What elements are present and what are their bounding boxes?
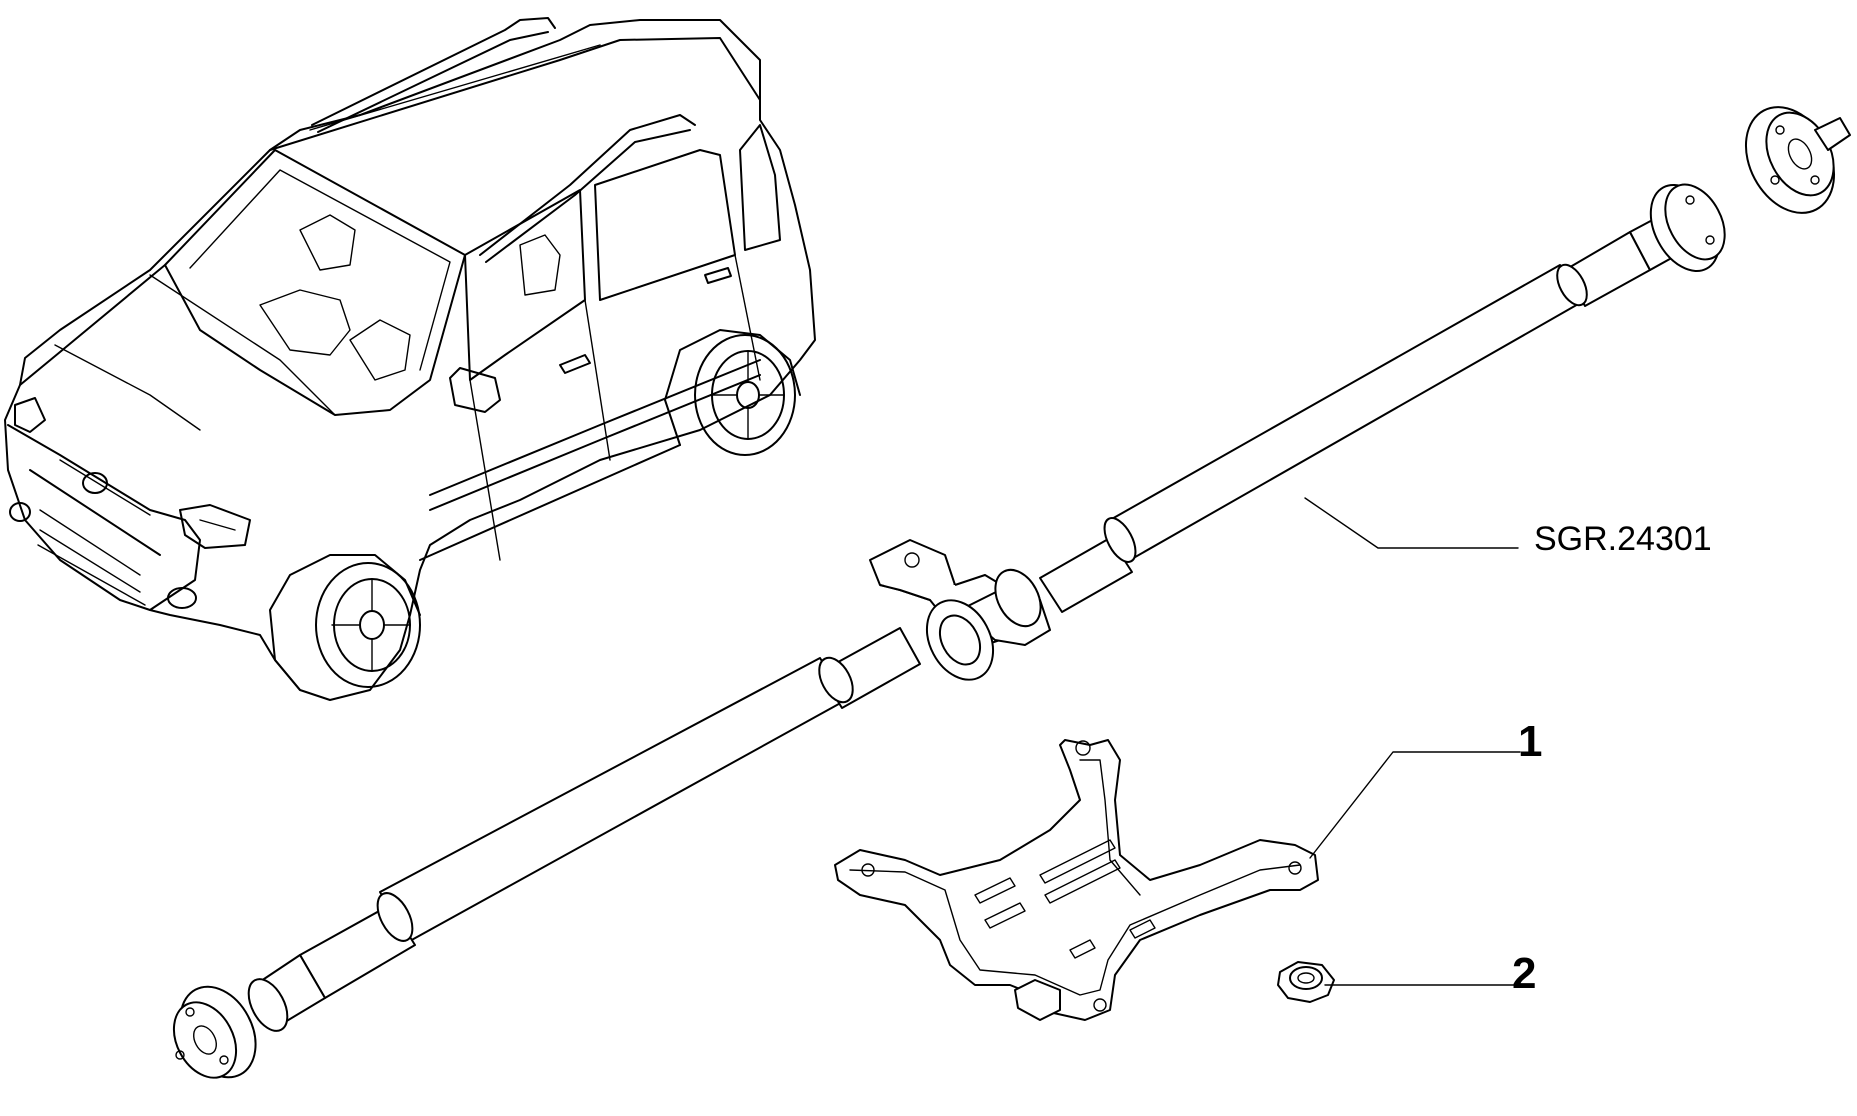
part-2-number: 2 [1512,949,1536,998]
shaft-rear-tube [1109,264,1581,561]
propeller-shaft-assembly [172,106,1851,1079]
centre-bearing-bracket [869,539,1051,681]
part-1-number: 1 [1518,717,1542,766]
front-cv-joint [172,954,326,1079]
part-2-nut [1277,961,1335,1003]
part-1-shield-plate [834,739,1319,1021]
shaft-rear-neck [1039,537,1133,613]
rear-cv-joint [1629,106,1851,272]
vehicle-illustration [4,17,816,701]
shaft-reference-label: SGR.24301 [1534,520,1712,558]
callout-leaders [1304,497,1521,986]
leader-shaft-ref [1304,497,1519,549]
shaft-front-tube [379,657,847,943]
leader-part-1 [1309,751,1521,859]
